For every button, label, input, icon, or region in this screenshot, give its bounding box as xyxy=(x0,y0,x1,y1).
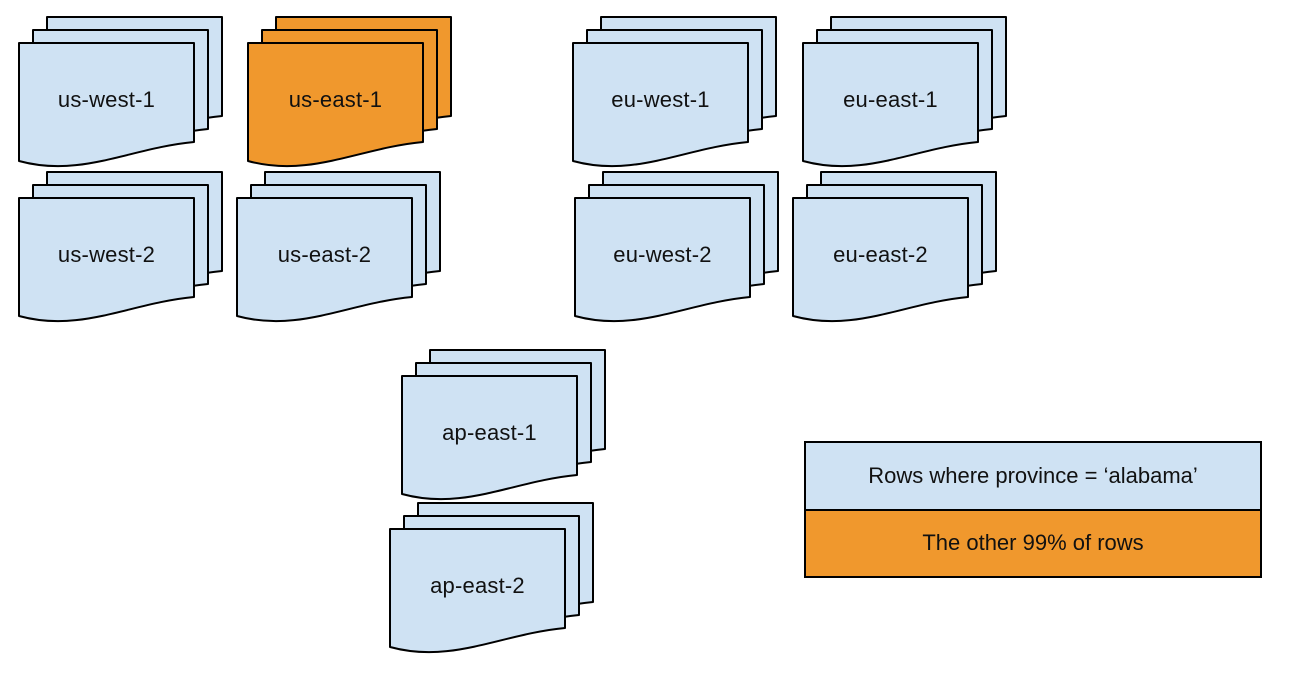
document-stack-shape xyxy=(18,171,223,323)
document-stack-shape xyxy=(247,16,452,168)
doc-stack-us-west-2: us-west-2 xyxy=(18,171,223,327)
legend-item-other-rows: The other 99% of rows xyxy=(806,508,1260,576)
legend-item-label: The other 99% of rows xyxy=(922,530,1144,556)
doc-stack-us-east-2: us-east-2 xyxy=(236,171,441,327)
document-stack-shape xyxy=(792,171,997,323)
legend-item-label: Rows where province = ‘alabama’ xyxy=(868,462,1198,488)
doc-stack-us-west-1: us-west-1 xyxy=(18,16,223,172)
doc-stack-eu-west-2: eu-west-2 xyxy=(574,171,779,327)
doc-stack-us-east-1: us-east-1 xyxy=(247,16,452,172)
doc-stack-eu-west-1: eu-west-1 xyxy=(572,16,777,172)
doc-stack-eu-east-2: eu-east-2 xyxy=(792,171,997,327)
document-stack-shape xyxy=(18,16,223,168)
document-stack-shape xyxy=(574,171,779,323)
document-stack-shape xyxy=(802,16,1007,168)
doc-stack-ap-east-1: ap-east-1 xyxy=(401,349,606,505)
doc-stack-eu-east-1: eu-east-1 xyxy=(802,16,1007,172)
legend: Rows where province = ‘alabama’ The othe… xyxy=(804,441,1262,578)
legend-item-alabama-rows: Rows where province = ‘alabama’ xyxy=(806,443,1260,509)
document-stack-shape xyxy=(236,171,441,323)
doc-stack-ap-east-2: ap-east-2 xyxy=(389,502,594,658)
document-stack-shape xyxy=(401,349,606,501)
document-stack-shape xyxy=(572,16,777,168)
document-stack-shape xyxy=(389,502,594,654)
